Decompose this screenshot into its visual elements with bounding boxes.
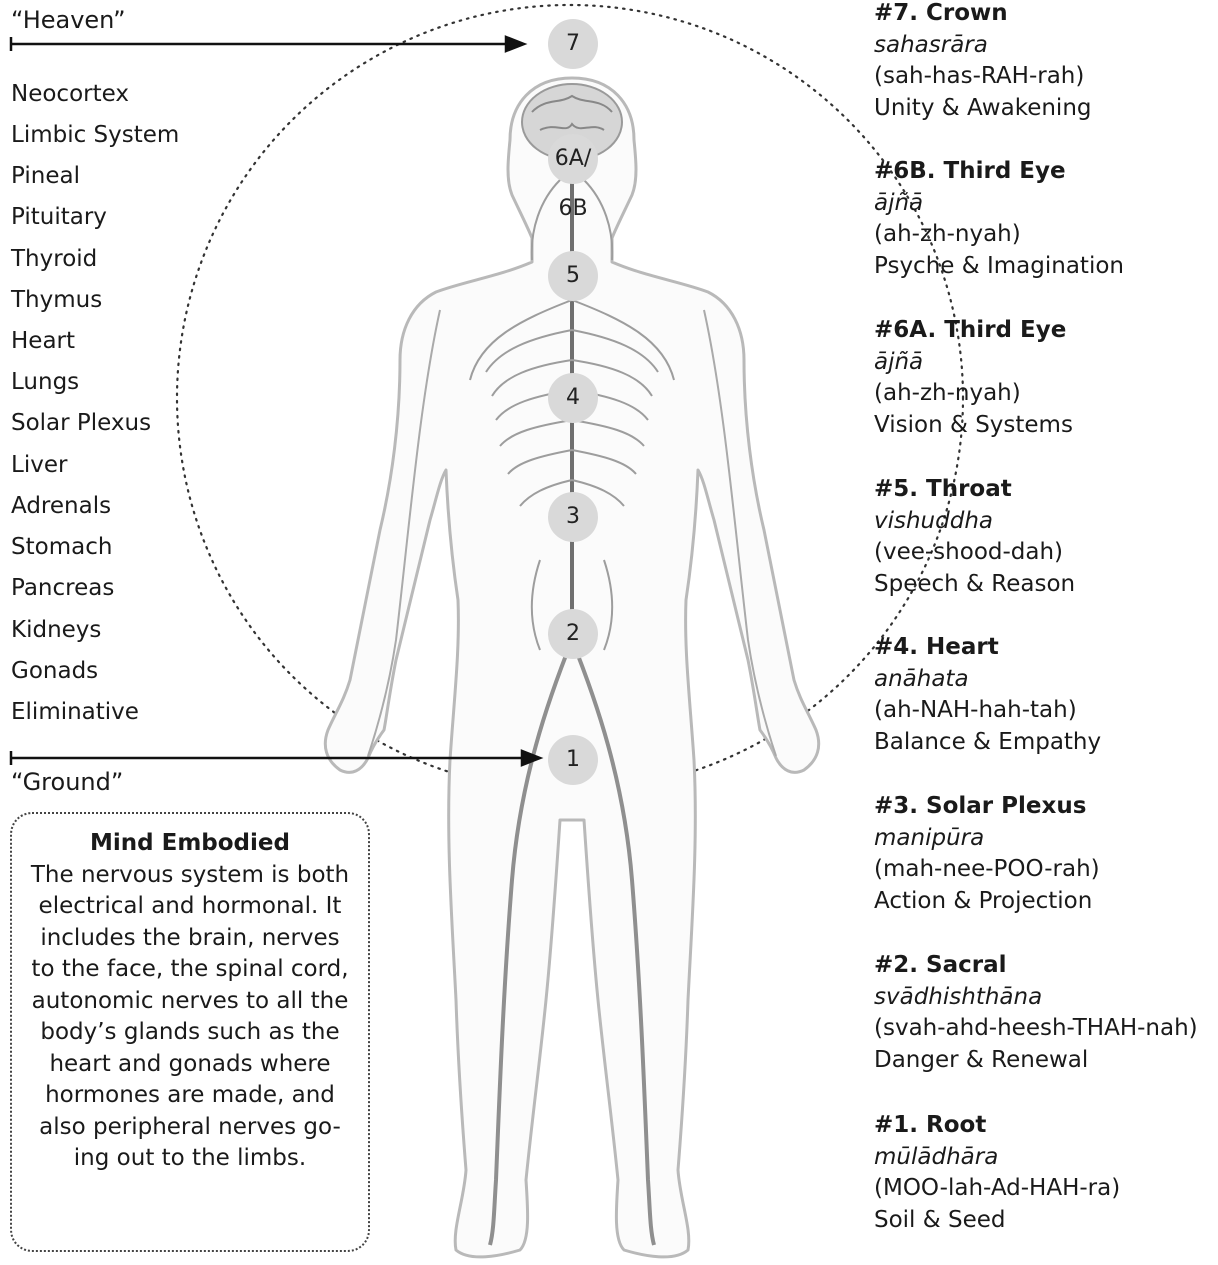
chakra-entry-7: #7. Crown sahasrāra (sah-has-RAH-rah) Un… bbox=[874, 0, 1092, 124]
organ-item: Gonads bbox=[11, 657, 98, 685]
chakra-sanskrit: ājñā bbox=[874, 188, 1124, 220]
chakra-title: #3. Solar Plexus bbox=[874, 791, 1100, 823]
mind-box-line: ing out to the limbs. bbox=[12, 1143, 368, 1175]
chakra-badge-2: 2 bbox=[548, 609, 598, 659]
chakra-pronunciation: (ah-zh-nyah) bbox=[874, 219, 1124, 251]
organ-item: Heart bbox=[11, 327, 75, 355]
chakra-pronunciation: (MOO-lah-Ad-HAH-ra) bbox=[874, 1173, 1120, 1205]
organ-item: Eliminative bbox=[11, 698, 139, 726]
chakra-pronunciation: (ah-zh-nyah) bbox=[874, 378, 1073, 410]
organ-item: Solar Plexus bbox=[11, 409, 151, 437]
organ-item: Kidneys bbox=[11, 616, 101, 644]
organ-item: Pituitary bbox=[11, 203, 107, 231]
chakra-badge-4: 4 bbox=[548, 373, 598, 423]
mind-box-line: autonomic nerves to all the bbox=[12, 986, 368, 1018]
chakra-title: #2. Sacral bbox=[874, 950, 1198, 982]
mind-box-line: to the face, the spinal cord, bbox=[12, 954, 368, 986]
chakra-sanskrit: manipūra bbox=[874, 823, 1100, 855]
organ-item: Pineal bbox=[11, 162, 80, 190]
mind-box-line: also peripheral nerves go- bbox=[12, 1112, 368, 1144]
chakra-sanskrit: anāhata bbox=[874, 664, 1101, 696]
organ-item: Thymus bbox=[11, 286, 102, 314]
chakra-entry-5: #5. Throat vishuddha (vee-shood-dah) Spe… bbox=[874, 474, 1075, 600]
chakra-quality: Danger & Renewal bbox=[874, 1045, 1198, 1077]
chakra-entry-6a: #6A. Third Eye ājñā (ah-zh-nyah) Vision … bbox=[874, 315, 1073, 441]
chakra-badge-7: 7 bbox=[548, 19, 598, 69]
chakra-badge-3: 3 bbox=[548, 492, 598, 542]
chakra-quality: Unity & Awakening bbox=[874, 93, 1092, 125]
heaven-label: “Heaven” bbox=[11, 6, 126, 34]
chakra-pronunciation: (svah-ahd-heesh-THAH-nah) bbox=[874, 1013, 1198, 1045]
mind-box-line: heart and gonads where bbox=[12, 1049, 368, 1081]
organ-item: Lungs bbox=[11, 368, 79, 396]
chakra-pronunciation: (ah-NAH-hah-tah) bbox=[874, 695, 1101, 727]
chakra-quality: Vision & Systems bbox=[874, 410, 1073, 442]
chakra-entry-2: #2. Sacral svādhishthāna (svah-ahd-heesh… bbox=[874, 950, 1198, 1076]
chakra-sanskrit: sahasrāra bbox=[874, 30, 1092, 62]
chakra-sanskrit: svādhishthāna bbox=[874, 982, 1198, 1014]
chakra-entry-6b: #6B. Third Eye ājñā (ah-zh-nyah) Psyche … bbox=[874, 156, 1124, 282]
mind-box-title: Mind Embodied bbox=[12, 828, 368, 860]
chakra-sanskrit: vishuddha bbox=[874, 506, 1075, 538]
organ-item: Liver bbox=[11, 451, 67, 479]
organ-item: Stomach bbox=[11, 533, 112, 561]
mind-box-line: includes the brain, nerves bbox=[12, 923, 368, 955]
chakra-entry-3: #3. Solar Plexus manipūra (mah-nee-POO-r… bbox=[874, 791, 1100, 917]
chakra-title: #1. Root bbox=[874, 1110, 1120, 1142]
chakra-title: #4. Heart bbox=[874, 632, 1101, 664]
chakra-badge-5: 5 bbox=[548, 251, 598, 301]
mind-box-line: body’s glands such as the bbox=[12, 1017, 368, 1049]
ground-label: “Ground” bbox=[11, 768, 123, 796]
chakra-quality: Soil & Seed bbox=[874, 1205, 1120, 1237]
chakra-quality: Balance & Empathy bbox=[874, 727, 1101, 759]
mind-box-line: The nervous system is both bbox=[12, 860, 368, 892]
chakra-quality: Psyche & Imagination bbox=[874, 251, 1124, 283]
heaven-arrow bbox=[11, 37, 524, 51]
mind-box-line: hormones are made, and bbox=[12, 1080, 368, 1112]
organ-item: Neocortex bbox=[11, 80, 129, 108]
chakra-sanskrit: ājñā bbox=[874, 347, 1073, 379]
chakra-badge-1: 1 bbox=[548, 735, 598, 785]
chakra-title: #7. Crown bbox=[874, 0, 1092, 30]
organ-item: Thyroid bbox=[11, 245, 97, 273]
organ-item: Pancreas bbox=[11, 574, 114, 602]
chakra-title: #6A. Third Eye bbox=[874, 315, 1073, 347]
organ-item: Adrenals bbox=[11, 492, 111, 520]
chakra-pronunciation: (mah-nee-POO-rah) bbox=[874, 854, 1100, 886]
chakra-title: #6B. Third Eye bbox=[874, 156, 1124, 188]
chakra-title: #5. Throat bbox=[874, 474, 1075, 506]
mind-box-line: electrical and hormonal. It bbox=[12, 891, 368, 923]
chakra-entry-1: #1. Root mūlādhāra (MOO-lah-Ad-HAH-ra) S… bbox=[874, 1110, 1120, 1236]
mind-embodied-box: Mind Embodied The nervous system is both… bbox=[10, 812, 370, 1252]
chakra-pronunciation: (vee-shood-dah) bbox=[874, 537, 1075, 569]
chakra-quality: Action & Projection bbox=[874, 886, 1100, 918]
chakra-sanskrit: mūlādhāra bbox=[874, 1142, 1120, 1174]
chakra-entry-4: #4. Heart anāhata (ah-NAH-hah-tah) Balan… bbox=[874, 632, 1101, 758]
chakra-pronunciation: (sah-has-RAH-rah) bbox=[874, 61, 1092, 93]
organ-item: Limbic System bbox=[11, 121, 179, 149]
chakra-quality: Speech & Reason bbox=[874, 569, 1075, 601]
chakra-badge-6: 6A/ 6B bbox=[548, 134, 598, 184]
